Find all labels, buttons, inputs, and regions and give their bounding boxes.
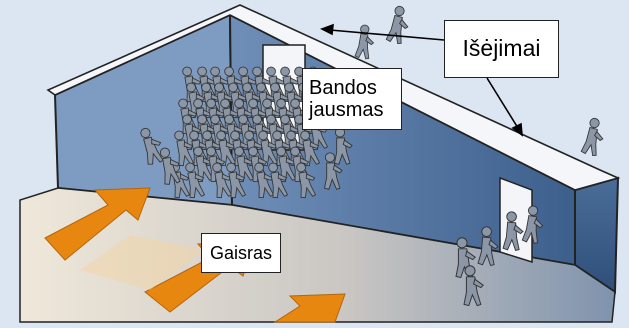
fire-label: Gaisras: [201, 233, 281, 273]
exit-pointers: [319, 23, 523, 137]
pointer-line-top: [329, 29, 445, 41]
fire-label-text: Gaisras: [209, 242, 272, 263]
herd-label-line1: Bandos: [309, 76, 377, 99]
wall-top-edge: [46, 4, 621, 191]
arrowhead-icon: [511, 122, 523, 137]
arrow-icon: [273, 293, 346, 323]
exits-label-text: Išėjimai: [462, 35, 541, 62]
herd-label-line2: jausmas: [309, 99, 384, 121]
arrowhead-icon: [319, 23, 334, 36]
herd-feeling-label: Bandos jausmas: [302, 68, 402, 130]
pointer-line-right: [486, 77, 519, 129]
fire-glow: [80, 235, 205, 290]
arrow-icon: [44, 187, 151, 261]
exits-label: Išėjimai: [444, 20, 559, 78]
